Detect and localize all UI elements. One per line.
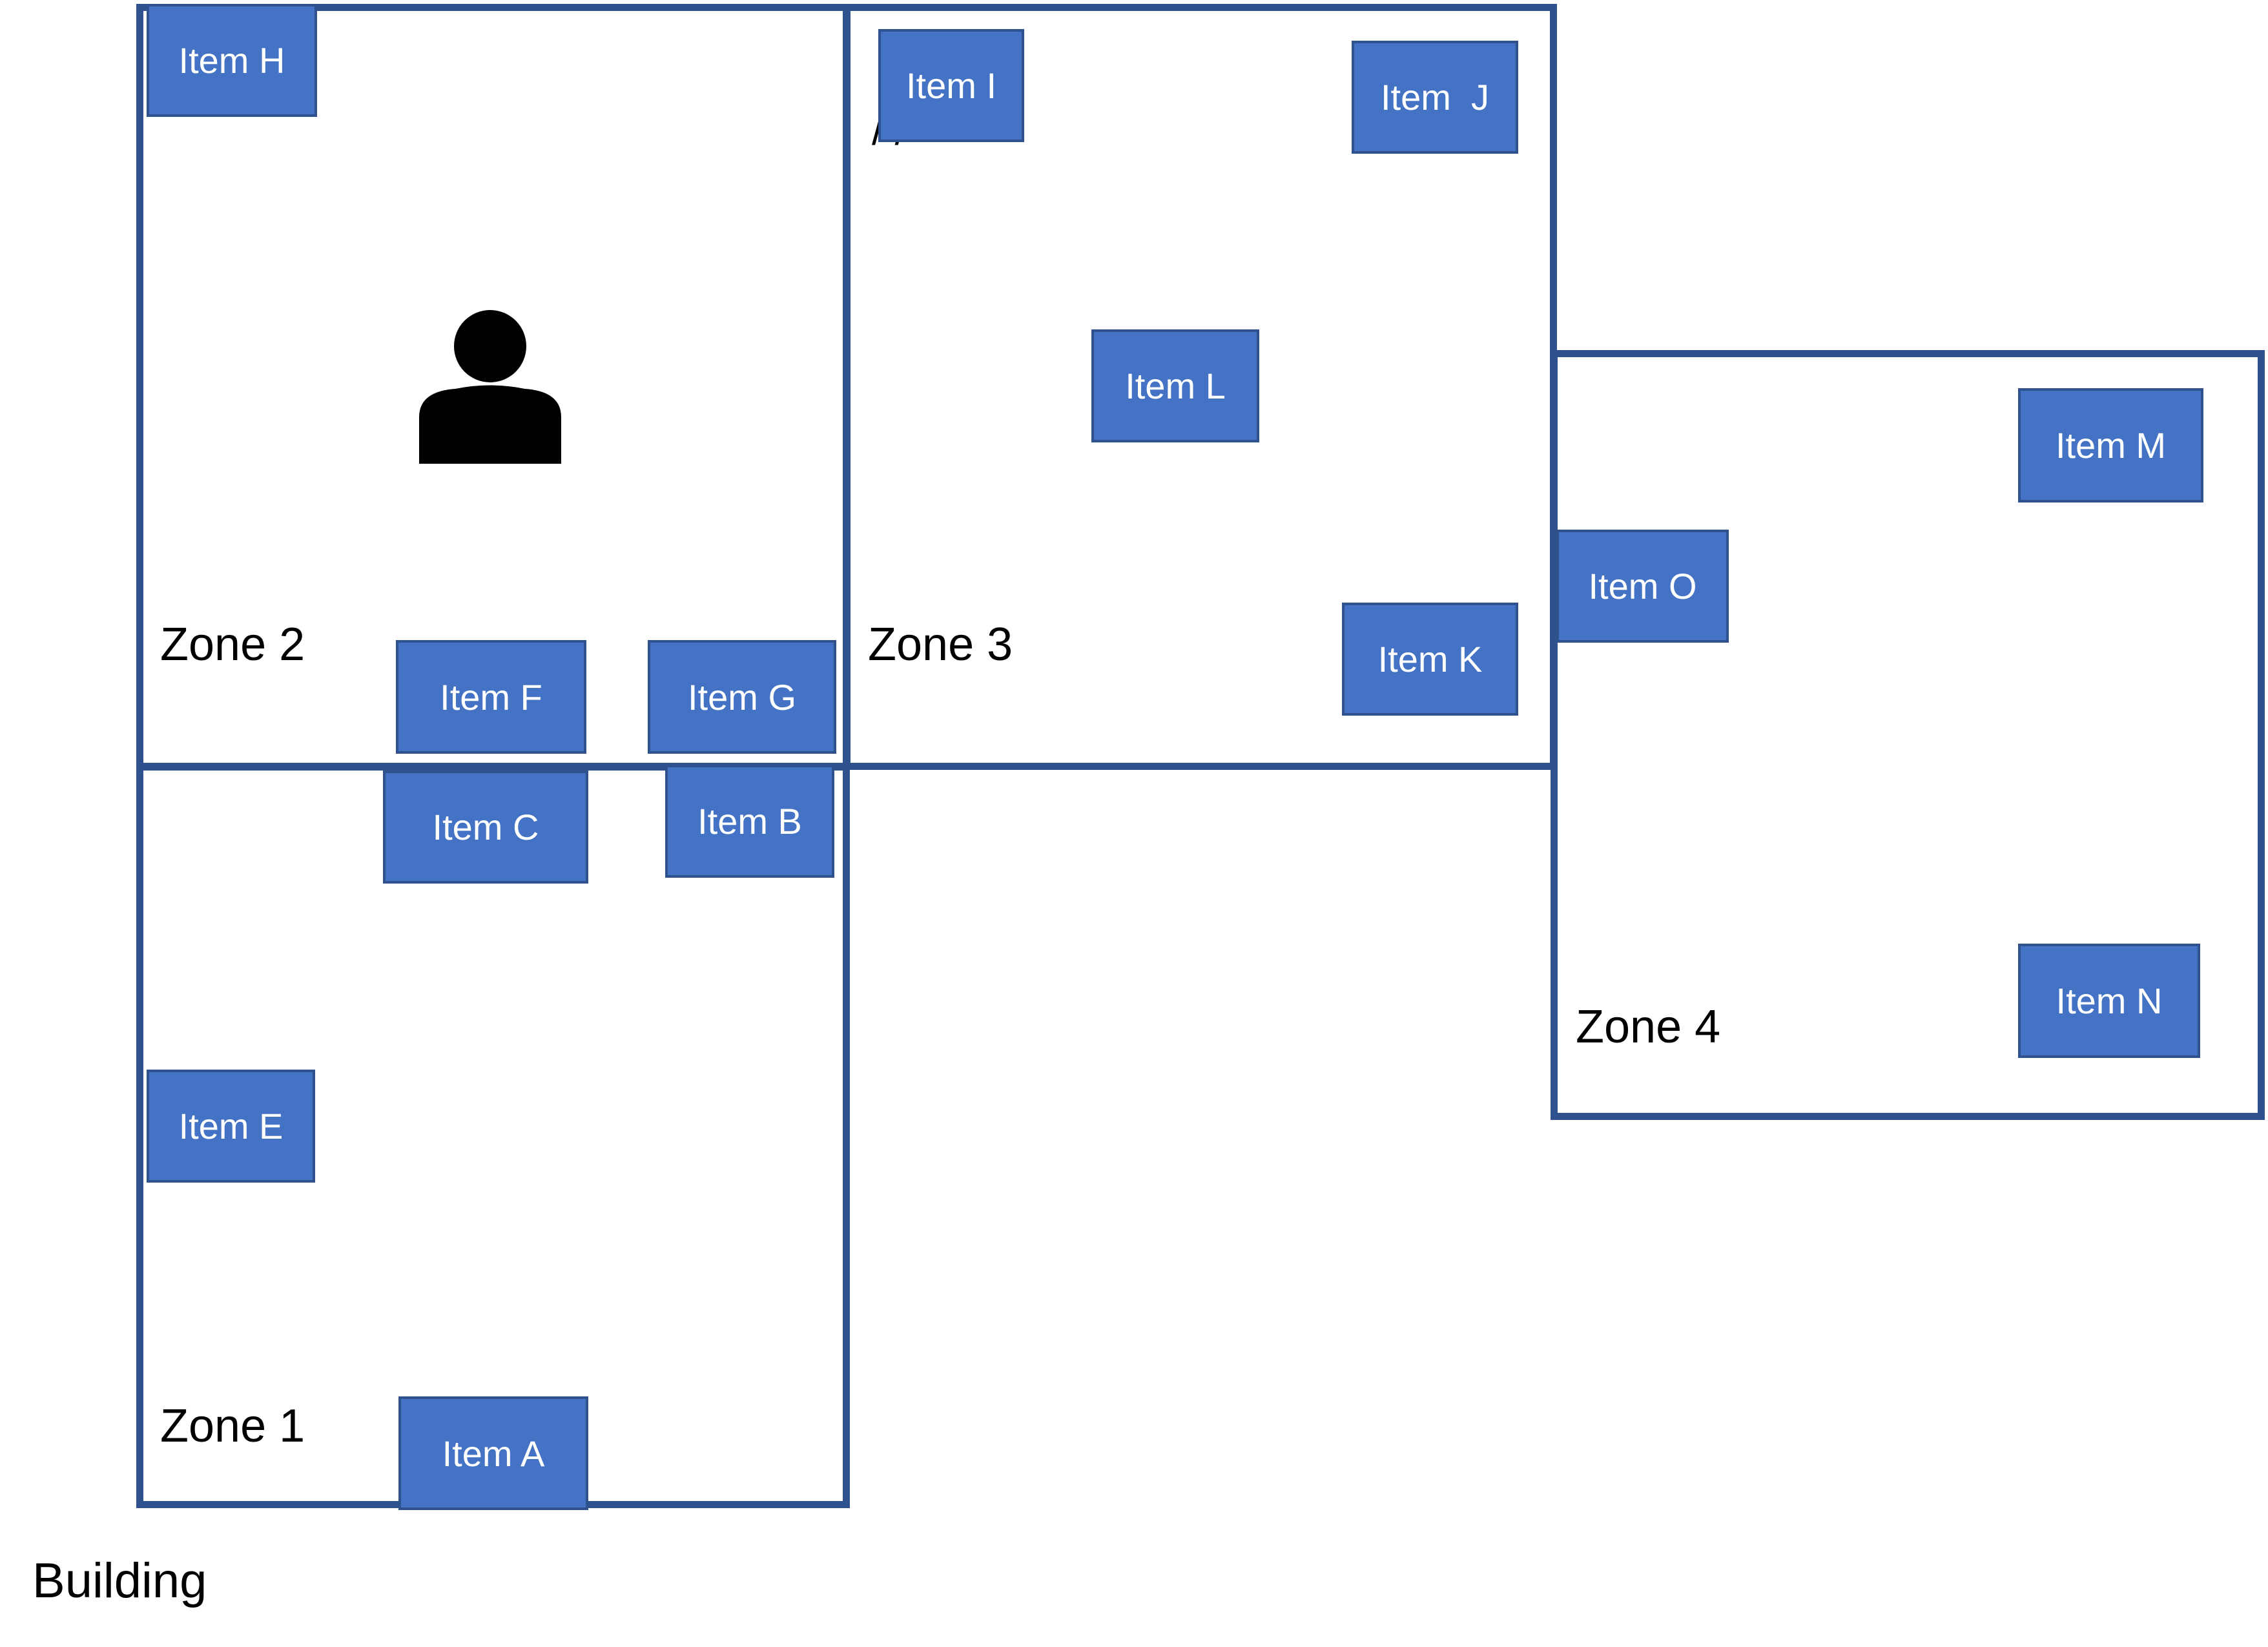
item-g[interactable]: Item G: [648, 640, 836, 754]
zone-4-box: [1551, 350, 2265, 1120]
item-o[interactable]: Item O: [1556, 530, 1729, 643]
item-j[interactable]: Item J: [1352, 41, 1518, 154]
zone-4-label: Zone 4: [1576, 1001, 1721, 1053]
item-e[interactable]: Item E: [147, 1070, 315, 1183]
item-i[interactable]: Item I: [878, 29, 1024, 142]
person-icon: [419, 310, 561, 464]
item-a[interactable]: Item A: [398, 1396, 588, 1510]
item-c[interactable]: Item C: [383, 771, 588, 884]
item-b[interactable]: Item B: [665, 765, 834, 878]
zone-2-label: Zone 2: [160, 619, 305, 670]
item-k[interactable]: Item K: [1342, 603, 1518, 716]
item-f[interactable]: Item F: [396, 640, 586, 754]
item-l[interactable]: Item L: [1091, 329, 1259, 442]
item-n[interactable]: Item N: [2018, 944, 2200, 1058]
zone-1-label: Zone 1: [160, 1400, 305, 1452]
item-h[interactable]: Item H: [147, 4, 317, 117]
item-m[interactable]: Item M: [2018, 388, 2203, 502]
building-label: Building: [32, 1553, 207, 1608]
zone-3-label: Zone 3: [868, 619, 1013, 670]
